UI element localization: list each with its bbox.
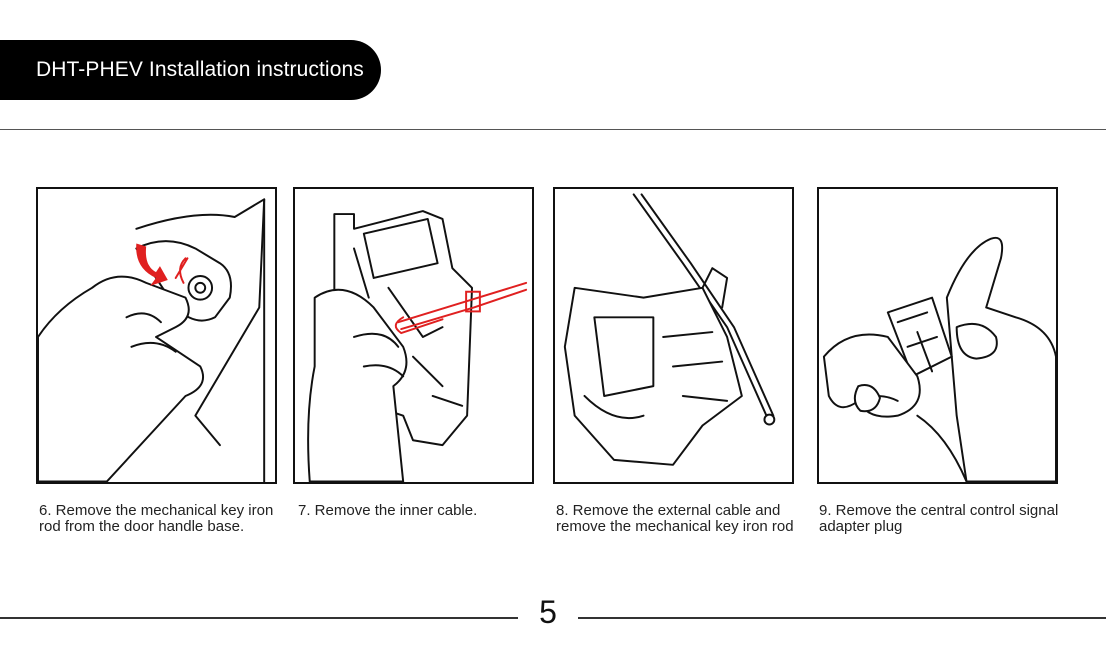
hand-unplugging-connector-illustration <box>822 236 1056 482</box>
step-6-illustration <box>36 187 277 484</box>
step-8-caption: 8. Remove the external cable and remove … <box>556 502 794 535</box>
lock-inner-cable-illustration <box>307 210 528 482</box>
header-divider <box>0 129 1106 130</box>
step-8-illustration <box>553 187 794 484</box>
hand-removing-key-rod-illustration <box>38 198 266 482</box>
lock-external-cable-illustration <box>563 193 776 466</box>
page-number: 5 <box>539 594 557 630</box>
step-7-caption: 7. Remove the inner cable. <box>298 502 478 519</box>
footer-rule-left <box>0 617 518 619</box>
step-7-illustration <box>293 187 534 484</box>
header-tab: DHT-PHEV Installation instructions <box>0 40 381 100</box>
page-title: DHT-PHEV Installation instructions <box>36 58 364 81</box>
step-6-caption: 6. Remove the mechanical key iron rod fr… <box>39 502 274 535</box>
footer-rule-right <box>578 617 1106 619</box>
step-9-illustration <box>817 187 1058 484</box>
step-9-caption: 9. Remove the central control signal ada… <box>819 502 1059 535</box>
